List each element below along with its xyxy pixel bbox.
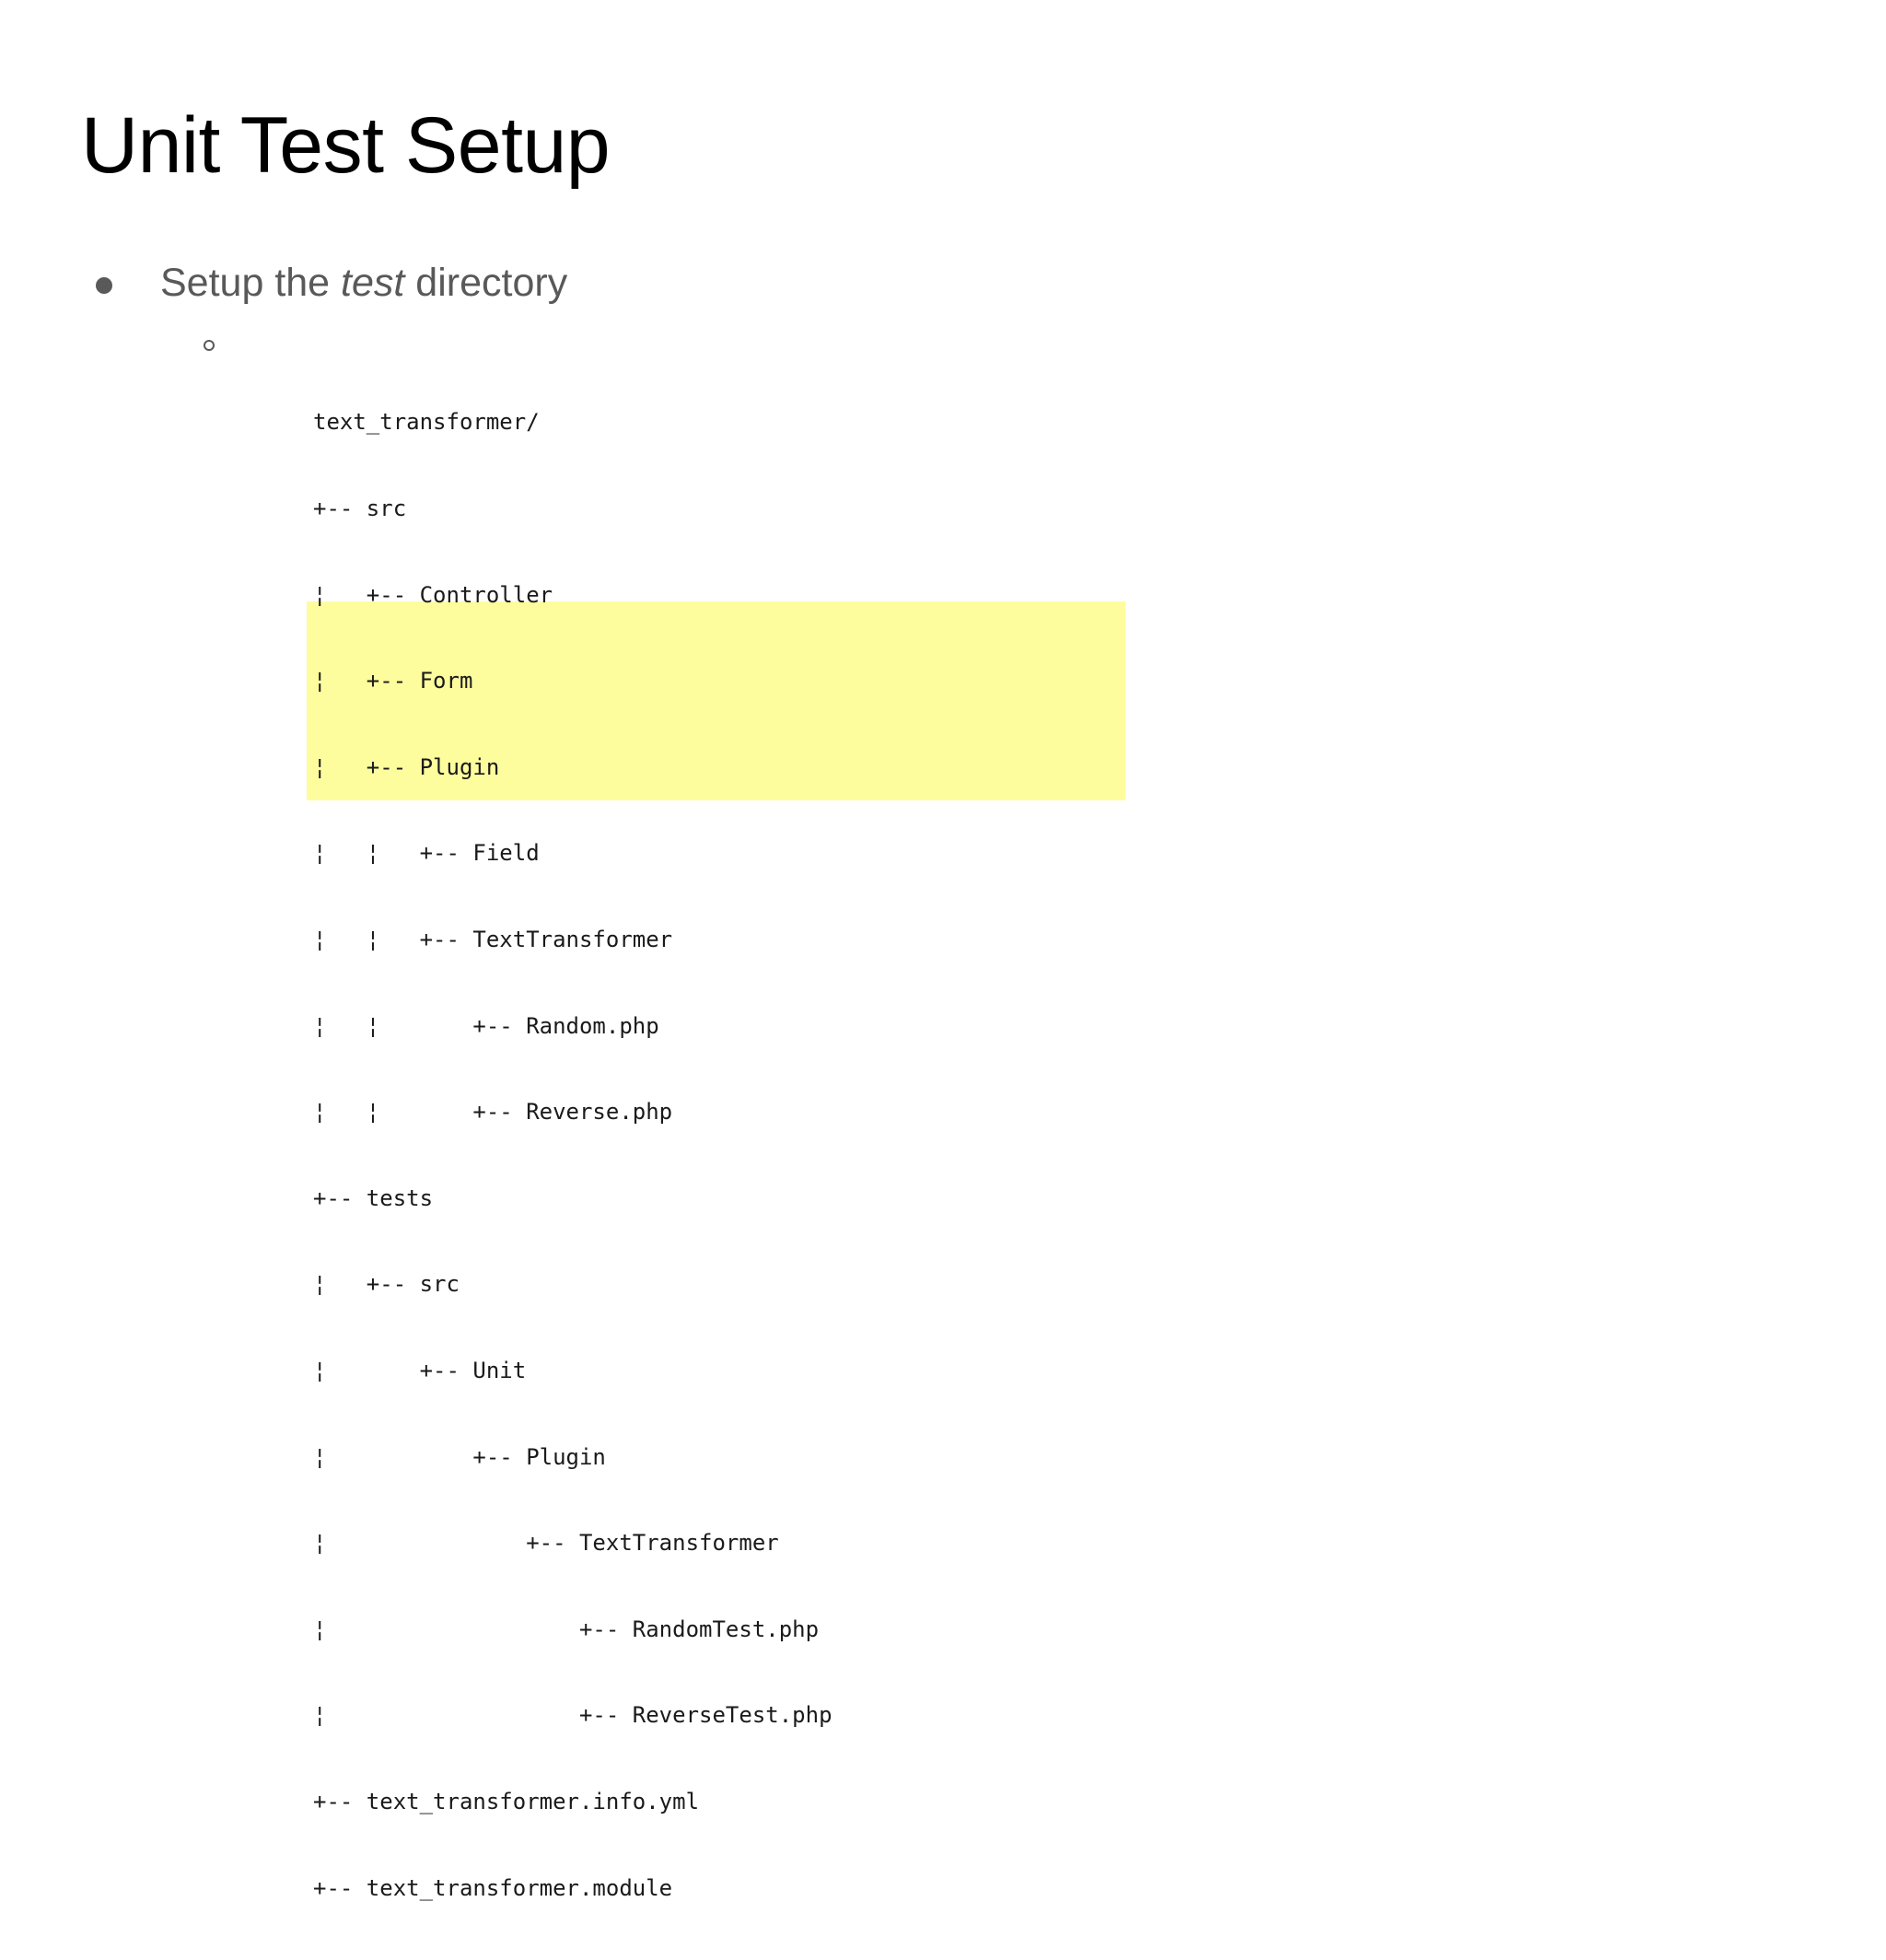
tree-line-text: ¦ +-- Plugin [313, 1443, 606, 1470]
directory-tree: text_transformer/ +-- src ¦ +-- Controll… [313, 351, 1391, 1960]
tree-line-highlighted: ¦ +-- RandomTest.php [313, 1616, 1391, 1644]
bullet-text-emphasis: test [341, 261, 405, 305]
bullet-item-level1: Setup the test directory [96, 261, 567, 307]
tree-line-text: +-- src [313, 496, 407, 521]
tree-line-highlighted: ¦ +-- Plugin [313, 1443, 1391, 1472]
tree-line-text: ¦ +-- src [313, 1271, 460, 1298]
bullet-text-before: Setup the [160, 261, 342, 305]
tree-line: ¦ ¦ +-- Random.php [313, 1012, 1391, 1041]
tree-line: +-- text_transformer.info.yml [313, 1788, 1391, 1816]
tree-line-highlighted: ¦ +-- Unit [313, 1357, 1391, 1385]
tree-line: text_transformer/ [313, 408, 1391, 437]
tree-line-text: ¦ +-- TextTransformer [313, 1530, 779, 1557]
tree-line: +-- text_transformer.module [313, 1874, 1391, 1903]
tree-line: ¦ ¦ +-- TextTransformer [313, 926, 1391, 954]
bullet-level1-label: Setup the test directory [160, 261, 567, 307]
tree-line-highlighted: +-- tests [313, 1184, 1391, 1213]
tree-line-highlighted: ¦ +-- TextTransformer [313, 1529, 1391, 1558]
tree-line-text: +-- text_transformer.module [313, 1874, 673, 1901]
tree-line-text: ¦ ¦ +-- Reverse.php [313, 1099, 673, 1126]
tests-highlight-band [307, 601, 1125, 800]
tree-line-text: text_transformer/ [313, 409, 540, 436]
tree-line-text: ¦ +-- ReverseTest.php [313, 1702, 832, 1729]
tree-line-text: ¦ +-- Form [313, 668, 473, 694]
page-title: Unit Test Setup [81, 101, 611, 190]
tree-line: ¦ ¦ +-- Reverse.php [313, 1098, 1391, 1126]
tree-line-text: ¦ +-- Unit [313, 1357, 527, 1383]
tree-line-text: +-- text_transformer.info.yml [313, 1788, 700, 1814]
tree-line-text: ¦ +-- RandomTest.php [313, 1616, 820, 1642]
tree-line-text: ¦ +-- Plugin [313, 753, 500, 780]
tree-line: +-- src [313, 495, 1391, 523]
tree-line-text: ¦ ¦ +-- Field [313, 840, 540, 867]
slide-canvas: Unit Test Setup Setup the test directory… [81, 101, 1125, 1901]
tree-line: ¦ +-- Controller [313, 581, 1391, 610]
tree-line-highlighted: ¦ +-- ReverseTest.php [313, 1701, 1391, 1730]
tree-line-text: ¦ ¦ +-- TextTransformer [313, 926, 673, 952]
tree-line-text: ¦ +-- Controller [313, 581, 553, 608]
tree-line: ¦ +-- Plugin [313, 753, 1391, 782]
bullet-text-after: directory [404, 261, 568, 305]
bullet-hollow-circle-icon [204, 340, 215, 351]
tree-line-text: ¦ ¦ +-- Random.php [313, 1012, 659, 1039]
tree-line-text: +-- tests [313, 1184, 434, 1211]
bullet-disc-icon [96, 277, 112, 294]
tree-line: ¦ +-- Form [313, 667, 1391, 695]
tree-line-highlighted: ¦ +-- src [313, 1270, 1391, 1299]
tree-line: ¦ ¦ +-- Field [313, 839, 1391, 868]
